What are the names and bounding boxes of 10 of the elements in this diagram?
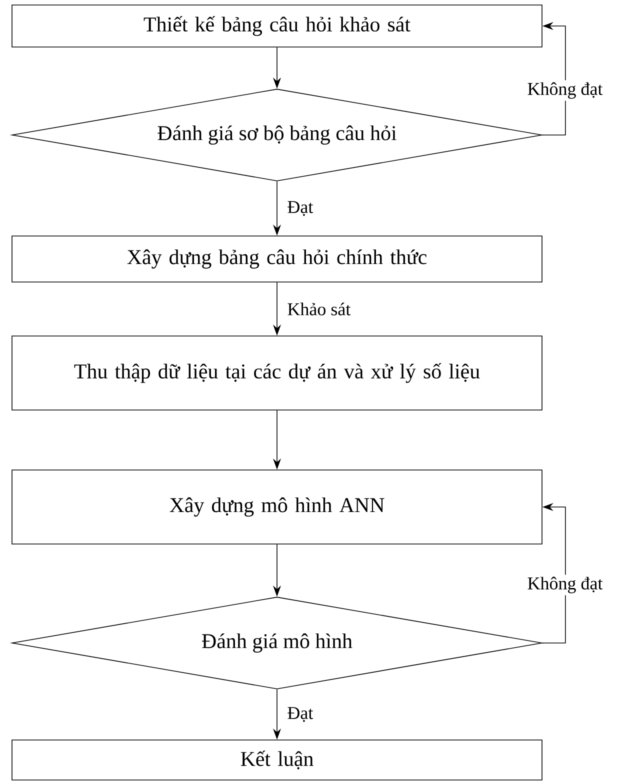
process-box: Xây dựng bảng câu hỏi chính thức: [12, 236, 542, 282]
process-box: Xây dựng mô hình ANN: [12, 470, 542, 544]
process-box: Thiết kế bảng câu hỏi khảo sát: [12, 4, 542, 48]
edge-label: Không đạt: [525, 80, 605, 101]
edge-label: Đạt: [288, 201, 314, 216]
process-box: Thu thập dữ liệu tại các dự án và xử lý số liệu: [12, 336, 542, 410]
edge-label: Khảo sát: [288, 302, 351, 316]
edge-label: Không đạt: [525, 574, 605, 596]
edge-label: Đạt: [288, 707, 314, 722]
process-box: Kết luận: [12, 740, 542, 780]
